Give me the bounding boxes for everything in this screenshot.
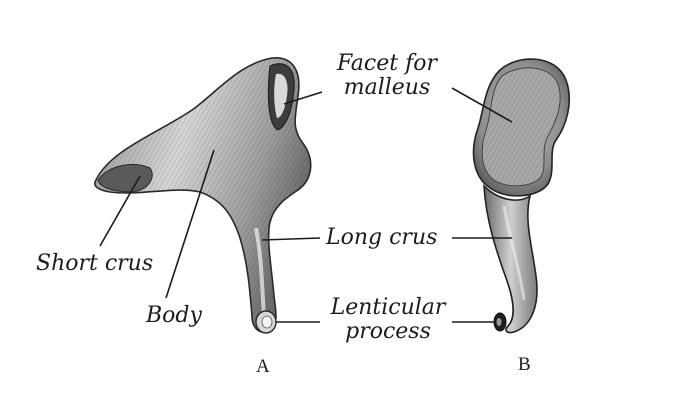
label-long-crus: Long crus [326,225,438,250]
label-lenticular-process: Lenticular process [324,296,452,344]
label-short-crus: Short crus [36,251,154,276]
leader-long-crus-a [261,237,321,241]
label-facet-line1: Facet for [337,51,437,76]
label-lenticular-line1: Lenticular [330,295,446,320]
incus-view-b [472,58,570,334]
panel-label-a: A [256,356,270,377]
leader-lines [99,87,513,323]
label-body: Body [146,303,202,328]
incus-b-long-crus [483,183,538,334]
leader-facet-a [283,91,323,105]
label-lenticular-line2: process [345,319,431,344]
incus-view-a [94,57,312,334]
leader-facet-b [451,87,513,123]
panel-label-b: B [518,354,531,375]
label-facet-for-malleus: Facet for malleus [328,52,446,100]
label-facet-line2: malleus [343,75,431,100]
leader-body [165,149,215,299]
leader-short-crus [99,175,141,247]
incus-a-short-crus-tip [97,164,153,193]
